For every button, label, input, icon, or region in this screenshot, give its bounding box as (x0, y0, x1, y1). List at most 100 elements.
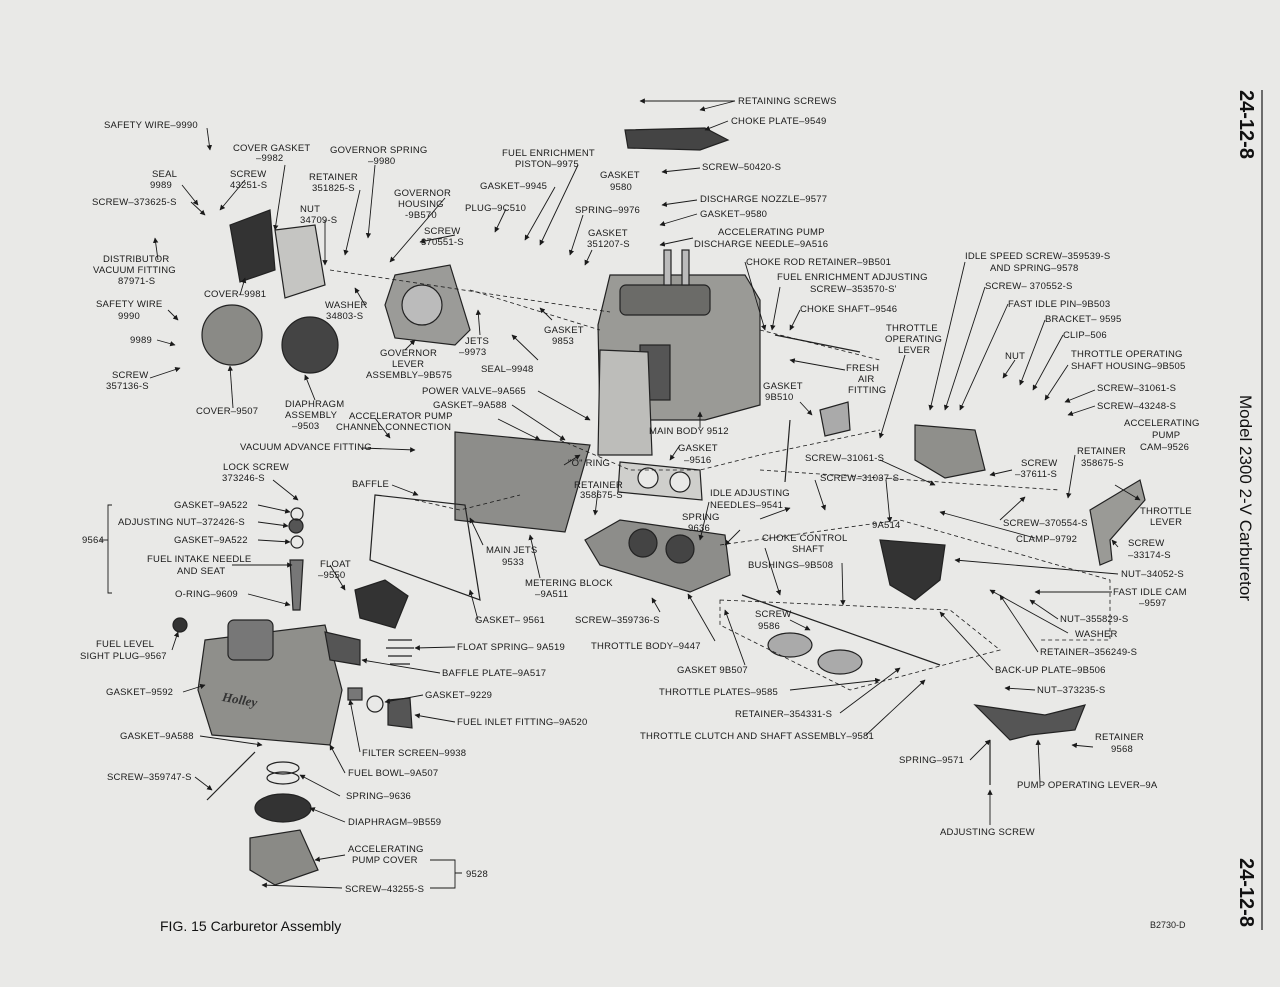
callout-label: VACUUM ADVANCE FITTING (240, 442, 372, 453)
callout-label: PUMP OPERATING LEVER–9A (1017, 780, 1158, 791)
callout-label: 43251-S (230, 180, 267, 191)
callout-label: FUEL ENRICHMENT (502, 148, 595, 159)
callout-label: -9B570 (405, 210, 437, 221)
callout-label: FUEL INTAKE NEEDLE (147, 554, 251, 565)
bowl-screw (206, 751, 256, 801)
callout-label: LEVER (898, 345, 930, 356)
callout-label: IDLE ADJUSTING (710, 488, 790, 499)
callout-label: RETAINER–354331-S (735, 709, 832, 720)
callout-label: ACCELERATOR PUMP (349, 411, 453, 422)
callout-label: GASKET (763, 381, 803, 392)
callout-label: VACUUM FITTING (93, 265, 176, 276)
callout-label: SCREW–31061-S (805, 453, 884, 464)
callout-label: GASKET– 9561 (475, 615, 545, 626)
callout-label: GASKET–9229 (425, 690, 492, 701)
throttle-operating-shaft-housing (914, 424, 986, 479)
callout-label: FUEL INLET FITTING–9A520 (457, 717, 587, 728)
callout-label: SHAFT (792, 544, 824, 555)
callout-label: ADJUSTING NUT–372426-S (118, 517, 245, 528)
callout-label: ADJUSTING SCREW (940, 827, 1035, 838)
callout-label: AND SPRING–9578 (990, 263, 1079, 274)
callout-label: WASHER (1075, 629, 1118, 640)
callout-label: SCREW–359747-S (107, 772, 192, 783)
throttle-lever (1089, 479, 1146, 566)
callout-label: 9A514 (872, 520, 900, 531)
callout-label: FUEL ENRICHMENT ADJUSTING (777, 272, 928, 283)
metering-block (454, 431, 591, 533)
callout-label: SCREW–359736-S (575, 615, 660, 626)
callout-label: HOUSING (398, 199, 444, 210)
throttle-body (584, 519, 731, 593)
callout-label: 9528 (466, 869, 488, 880)
callout-label: METERING BLOCK (525, 578, 613, 589)
callout-label: RETAINER (1095, 732, 1144, 743)
choke-rod (784, 419, 791, 483)
callout-label: "O" RING (568, 458, 610, 469)
callout-label: GOVERNOR (394, 188, 451, 199)
callout-label: COVER–9981 (204, 289, 266, 300)
callout-label: –37611-S (1015, 469, 1057, 480)
callout-label: THROTTLE CLUTCH AND SHAFT ASSEMBLY–9581 (640, 731, 874, 742)
throttle-plate-2 (817, 649, 863, 675)
callout-label: –9982 (256, 153, 283, 164)
callout-label: DISCHARGE NEEDLE–9A516 (694, 239, 828, 250)
callout-label: SCREW–370554-S (1003, 518, 1088, 529)
fuel-bowl (197, 619, 343, 746)
callout-label: MAIN BODY 9512 (649, 426, 729, 437)
float-spring (386, 639, 414, 665)
callout-label: AIR (858, 374, 874, 385)
fresh-air-fitting (819, 401, 851, 437)
callout-label: GASKET (678, 443, 718, 454)
callout-label: THROTTLE OPERATING (1071, 349, 1183, 360)
callout-label: 9586 (758, 621, 780, 632)
callout-label: GASKET–9592 (106, 687, 173, 698)
callout-label: IDLE SPEED SCREW–359539-S (965, 251, 1110, 262)
callout-label: LEVER (392, 359, 424, 370)
callout-label: THROTTLE PLATES–9585 (659, 687, 778, 698)
callout-label: DISCHARGE NOZZLE–9577 (700, 194, 827, 205)
diaphragm-assembly (281, 316, 339, 374)
callout-label: 373246-S (222, 473, 265, 484)
callout-label: SIGHT PLUG–9567 (80, 651, 167, 662)
leader-lines (100, 98, 1141, 889)
fast-idle-cam (879, 539, 946, 601)
callout-labels: RETAINING SCREWS CHOKE PLATE–9549 SAFETY… (80, 96, 1199, 895)
callout-label: –33174-S (1128, 550, 1171, 561)
callout-label: 351825-S (312, 183, 355, 194)
filter-screen (347, 687, 363, 701)
callout-label: SCREW (230, 169, 266, 180)
callout-label: 9564 (82, 535, 104, 546)
callout-label: RETAINING SCREWS (738, 96, 837, 107)
gasket-9a522-upper (290, 507, 304, 521)
bowl-logo: Holley (220, 689, 259, 710)
callout-label: THROTTLE (886, 323, 938, 334)
callout-label: ACCELERATING PUMP (718, 227, 825, 238)
callout-label: 9990 (118, 311, 140, 322)
choke-shaft (774, 334, 861, 353)
callout-label: FILTER SCREEN–9938 (362, 748, 466, 759)
callout-label: SPRING–9636 (346, 791, 411, 802)
pump-diaphragm (254, 793, 312, 823)
fuel-intake-needle (289, 559, 304, 611)
metering-gasket (597, 349, 653, 456)
pump-operating-lever (973, 704, 1086, 741)
governor-cover (229, 209, 276, 283)
callout-label: GASKET–9A588 (120, 731, 194, 742)
callout-label: GOVERNOR (380, 348, 437, 359)
callout-label: CHOKE PLATE–9549 (731, 116, 826, 127)
fuel-level-sight-plug (172, 617, 188, 633)
callout-label: SCREW (424, 226, 460, 237)
gasket-9229 (366, 695, 384, 713)
callout-label: SCREW–43248-S (1097, 401, 1176, 412)
callout-label: SAFETY WIRE–9990 (104, 120, 198, 131)
callout-label: SCREW–43255-S (345, 884, 424, 895)
callout-label: ASSEMBLY (285, 410, 338, 421)
callout-label: 34803-S (326, 311, 363, 322)
callout-label: SEAL (152, 169, 177, 180)
throttle-shaft (741, 594, 941, 666)
callout-label: GASKET (588, 228, 628, 239)
callout-label: CHOKE ROD RETAINER–9B501 (746, 257, 891, 268)
callout-label: 9580 (610, 182, 632, 193)
callout-label: ACCELERATING (348, 844, 424, 855)
